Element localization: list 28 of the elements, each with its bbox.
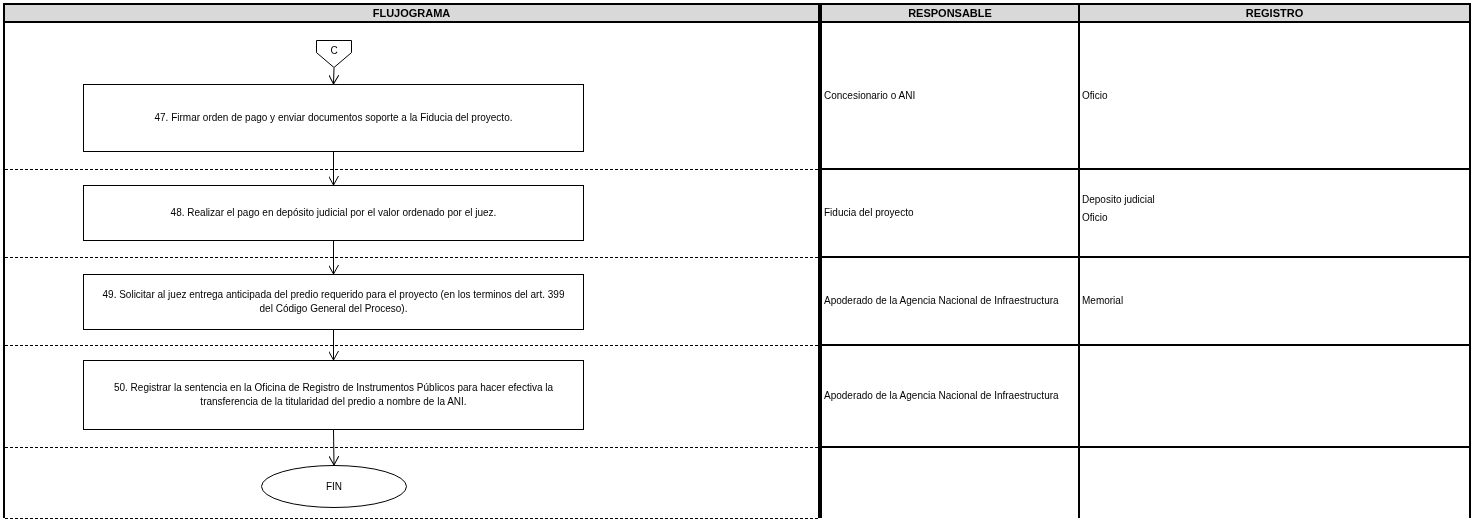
table-cell-text: Concesionario o ANI	[824, 89, 916, 103]
table-cell-text: Oficio	[1082, 211, 1108, 225]
table-cell-text: Oficio	[1082, 89, 1108, 103]
table-cell-text: Apoderado de la Agencia Nacional de Infraestructura	[824, 294, 1059, 308]
table-cell-text: Apoderado de la Agencia Nacional de Infraestructura	[824, 389, 1059, 403]
off-page-connector	[316, 40, 352, 68]
node-text: 49. Solicitar al juez entrega anticipada del predio requerido para el proyecto (en los terminos del art. 399 del Código General del Proceso).	[101, 288, 566, 316]
arrow	[328, 329, 339, 361]
terminator-ellipse	[261, 465, 407, 508]
table-cell-text: Fiducia del proyecto	[824, 206, 914, 220]
node-text: 48. Realizar el pago en depósito judicial por el valor ordenado por el juez.	[170, 206, 497, 220]
node-text: C	[330, 44, 338, 58]
process-box	[83, 274, 584, 330]
arrow	[328, 429, 340, 466]
node-text: 47. Firmar orden de pago y enviar documentos soporte a la Fiducia del proyecto.	[154, 111, 513, 125]
column-header: REGISTRO	[1245, 5, 1304, 21]
column-header: RESPONSABLE	[908, 5, 992, 21]
arrow	[328, 240, 339, 275]
node-text: FIN	[325, 479, 343, 494]
node-text: 50. Registrar la sentencia en la Oficina de Registro de Instrumentos Públicos para hacer efectiva la transferencia de la titularidad del predio a nombre de la ANI.	[112, 381, 555, 409]
process-box	[83, 360, 584, 430]
table-cell-text: Memorial	[1082, 294, 1124, 308]
column-header: FLUJOGRAMA	[372, 5, 451, 21]
table-cell-text: Deposito judicial	[1082, 193, 1155, 207]
process-box	[83, 185, 584, 241]
arrow	[328, 67, 340, 85]
process-box	[83, 84, 584, 152]
arrow	[328, 151, 339, 186]
